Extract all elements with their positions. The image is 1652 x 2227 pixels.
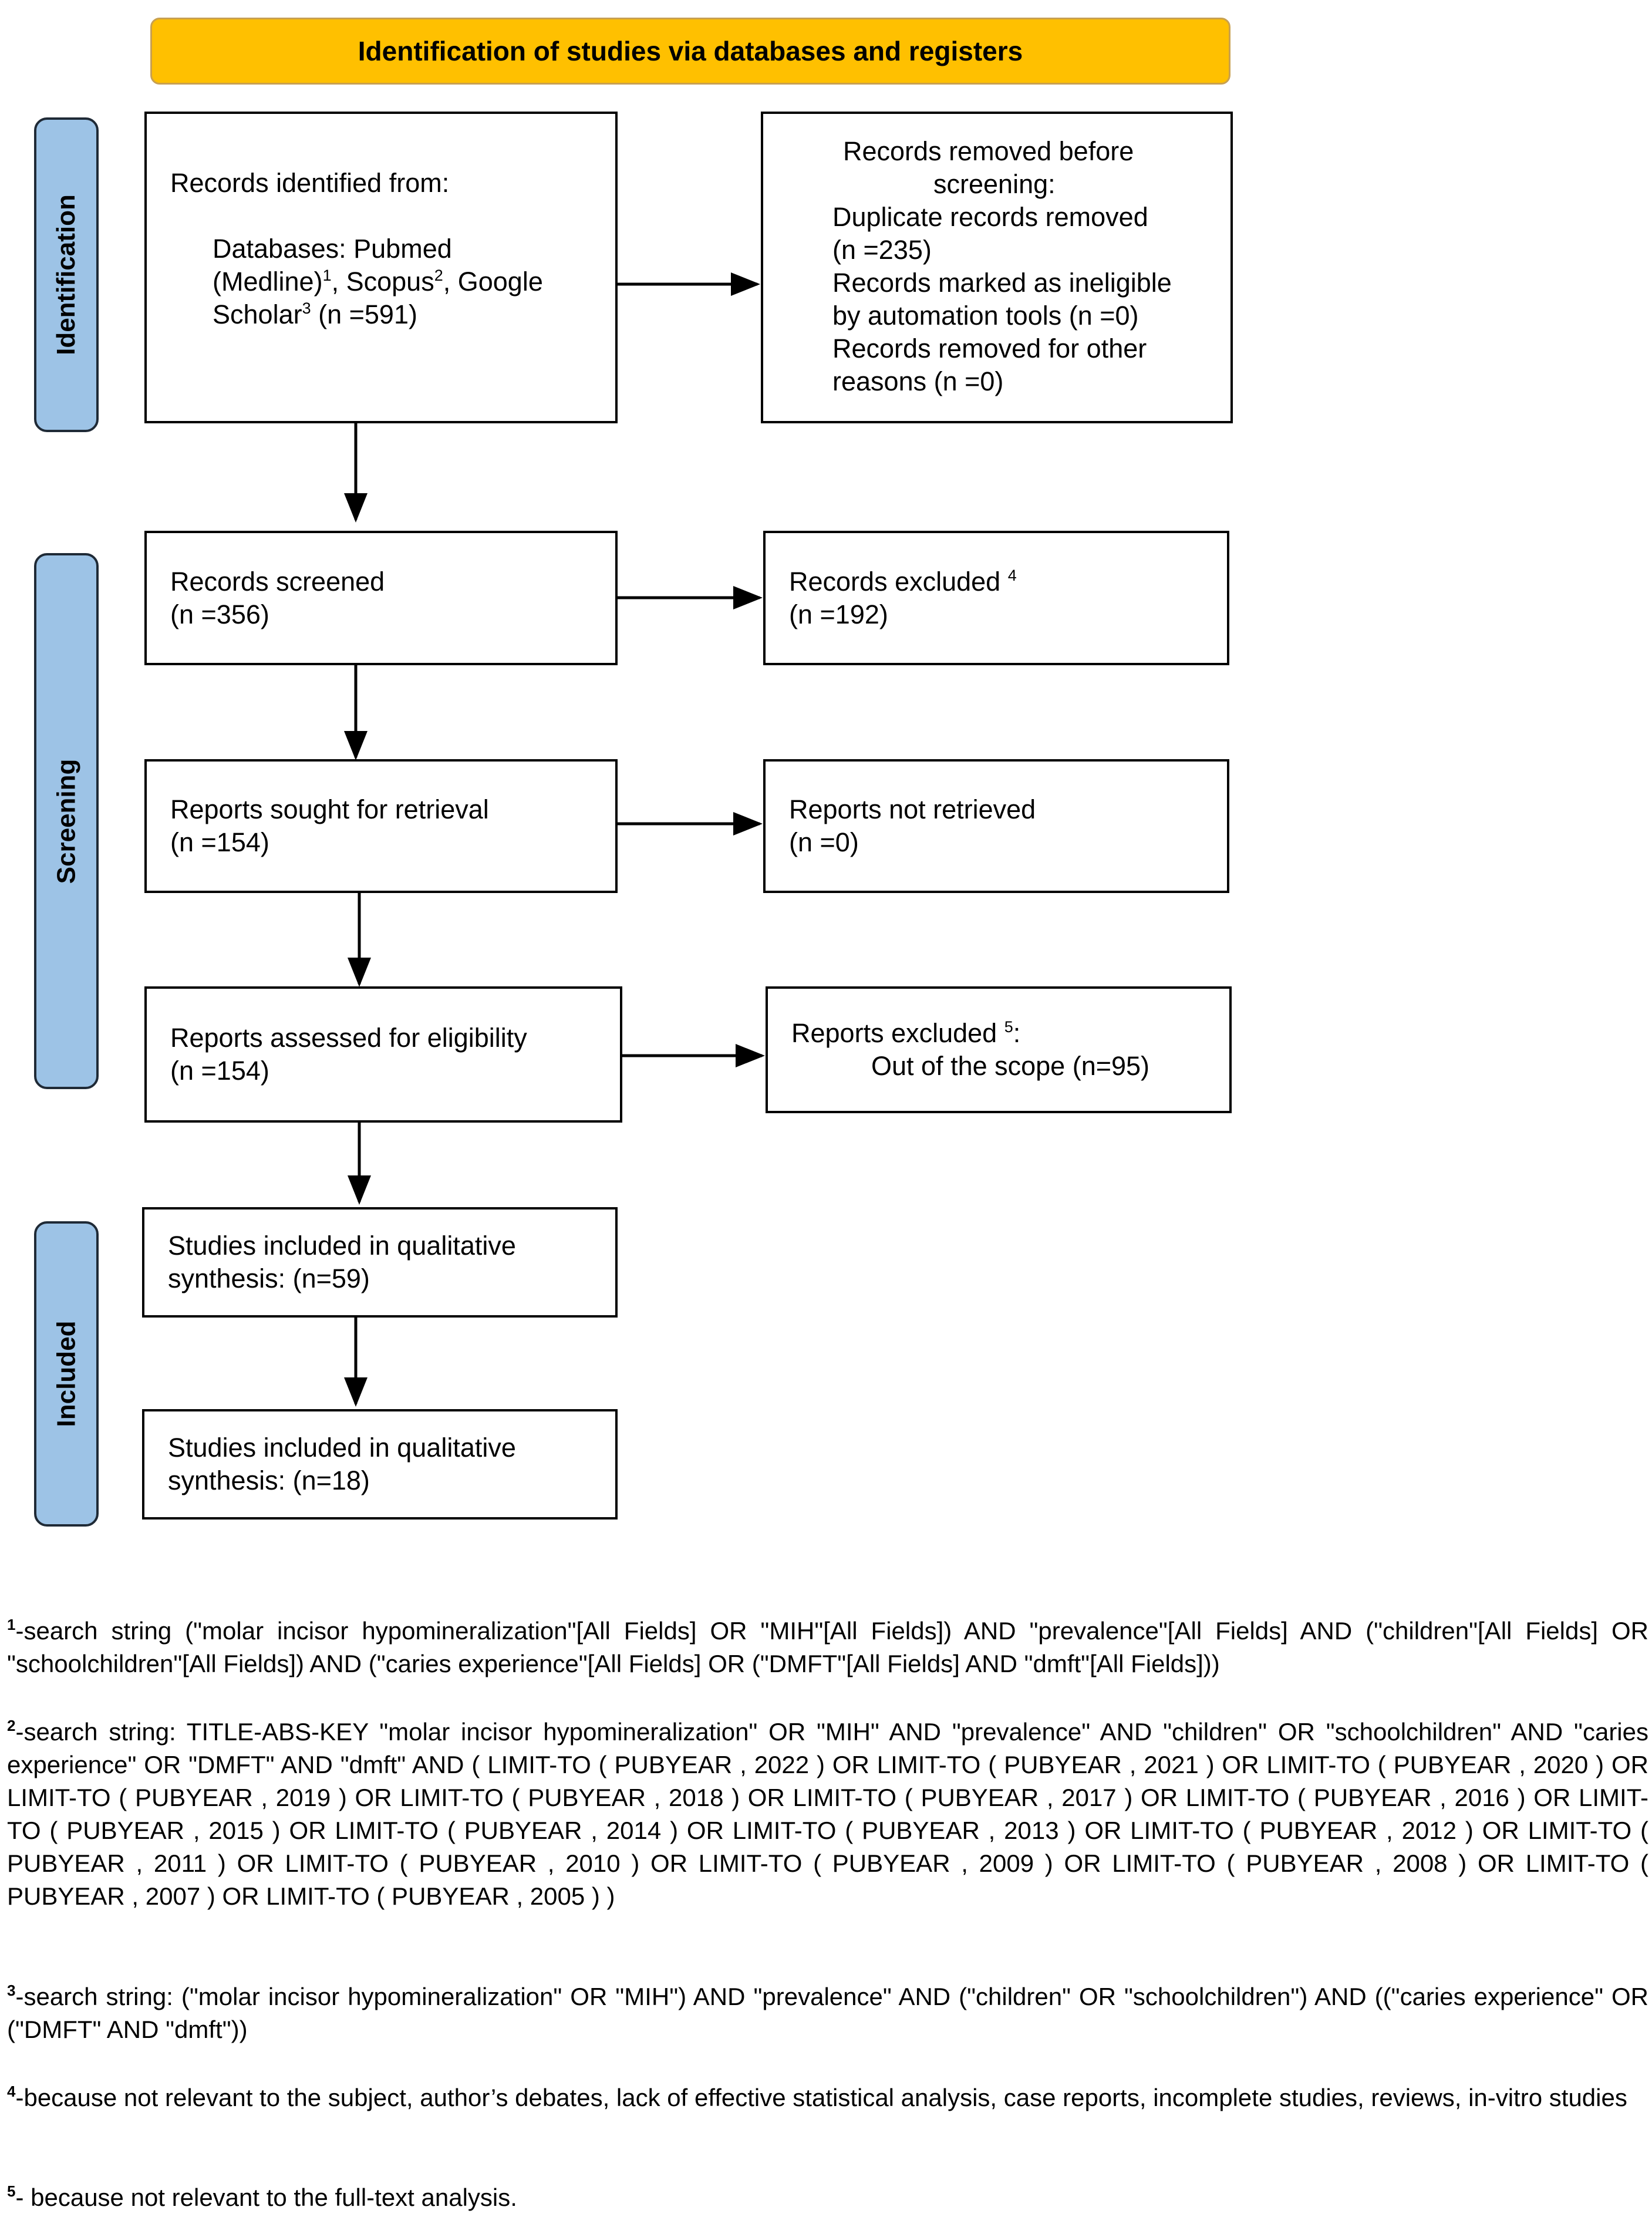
databases-line-2: (Medline)1, Scopus2, Google <box>213 267 543 297</box>
box-records-identified: Records identified from: Databases: Pubm… <box>144 112 618 423</box>
assessed-line-2: (n =154) <box>170 1056 269 1086</box>
excluded-line-2: (n =192) <box>789 599 888 629</box>
assessed-line-1: Reports assessed for eligibility <box>170 1023 527 1053</box>
removed-line-7: Records removed for other <box>832 333 1147 363</box>
included-line-1: Studies included in qualitative <box>168 1231 516 1261</box>
footnote-1: 1-search string ("molar incisor hypomine… <box>7 1616 1648 1677</box>
removed-line-6: by automation tools (n =0) <box>832 301 1139 331</box>
footnote-3: 3-search string: ("molar incisor hypomin… <box>7 1982 1648 2043</box>
footnote-5: 5- because not relevant to the full-text… <box>7 2182 517 2211</box>
stage-included: Included <box>34 1221 99 1527</box>
removed-line-3: Duplicate records removed <box>832 202 1148 232</box>
box-reports-excluded: Reports excluded 5: Out of the scope (n=… <box>766 986 1232 1113</box>
screened-line-2: (n =356) <box>170 599 269 629</box>
footnote-2: 2-search string: TITLE-ABS-KEY "molar in… <box>7 1717 1648 1910</box>
included-second-line-2: synthesis: (n=18) <box>168 1465 370 1495</box>
box-studies-included-qualitative: Studies included in qualitative synthesi… <box>142 1207 618 1318</box>
spacer <box>170 200 592 233</box>
footnote-4: 4-because not relevant to the subject, a… <box>7 2083 1627 2111</box>
flow-connectors <box>344 272 765 1407</box>
diagram-title: Identification of studies via databases … <box>358 36 1023 66</box>
databases-line-1: Databases: Pubmed <box>213 234 452 264</box>
box-reports-sought: Reports sought for retrieval (n =154) <box>144 759 618 893</box>
removed-line-1: Records removed before <box>843 136 1134 166</box>
not-retrieved-line-2: (n =0) <box>789 827 859 857</box>
box-reports-assessed: Reports assessed for eligibility (n =154… <box>144 986 622 1123</box>
removed-line-8: reasons (n =0) <box>832 366 1004 396</box>
stage-screening: Screening <box>34 553 99 1089</box>
box-reports-not-retrieved: Reports not retrieved (n =0) <box>763 759 1229 893</box>
removed-line-5: Records marked as ineligible <box>832 268 1172 298</box>
box-records-screened: Records screened (n =356) <box>144 531 618 665</box>
reports-excluded-line-1: Reports excluded 5: <box>791 1018 1021 1048</box>
databases-line-3: Scholar3 (n =591) <box>213 299 417 329</box>
excluded-line-1: Records excluded 4 <box>789 566 1017 597</box>
included-line-2: synthesis: (n=59) <box>168 1264 370 1293</box>
reports-excluded-line-2: Out of the scope (n=95) <box>871 1051 1150 1081</box>
diagram-title-banner: Identification of studies via databases … <box>150 18 1230 85</box>
removed-line-4: (n =235) <box>832 235 932 265</box>
included-second-line-1: Studies included in qualitative <box>168 1433 516 1463</box>
box-records-excluded: Records excluded 4 (n =192) <box>763 531 1229 665</box>
sought-line-1: Reports sought for retrieval <box>170 794 489 824</box>
stage-identification: Identification <box>34 117 99 432</box>
not-retrieved-line-1: Reports not retrieved <box>789 794 1036 824</box>
records-identified-heading: Records identified from: <box>170 168 450 198</box>
box-studies-included-second: Studies included in qualitative synthesi… <box>142 1409 618 1520</box>
box-records-removed: Records removed before screening: Duplic… <box>761 112 1233 423</box>
screened-line-1: Records screened <box>170 566 385 597</box>
removed-line-2: screening: <box>933 169 1056 199</box>
footnotes: 1-search string ("molar incisor hypomine… <box>7 1615 1648 2225</box>
sought-line-2: (n =154) <box>170 827 269 857</box>
